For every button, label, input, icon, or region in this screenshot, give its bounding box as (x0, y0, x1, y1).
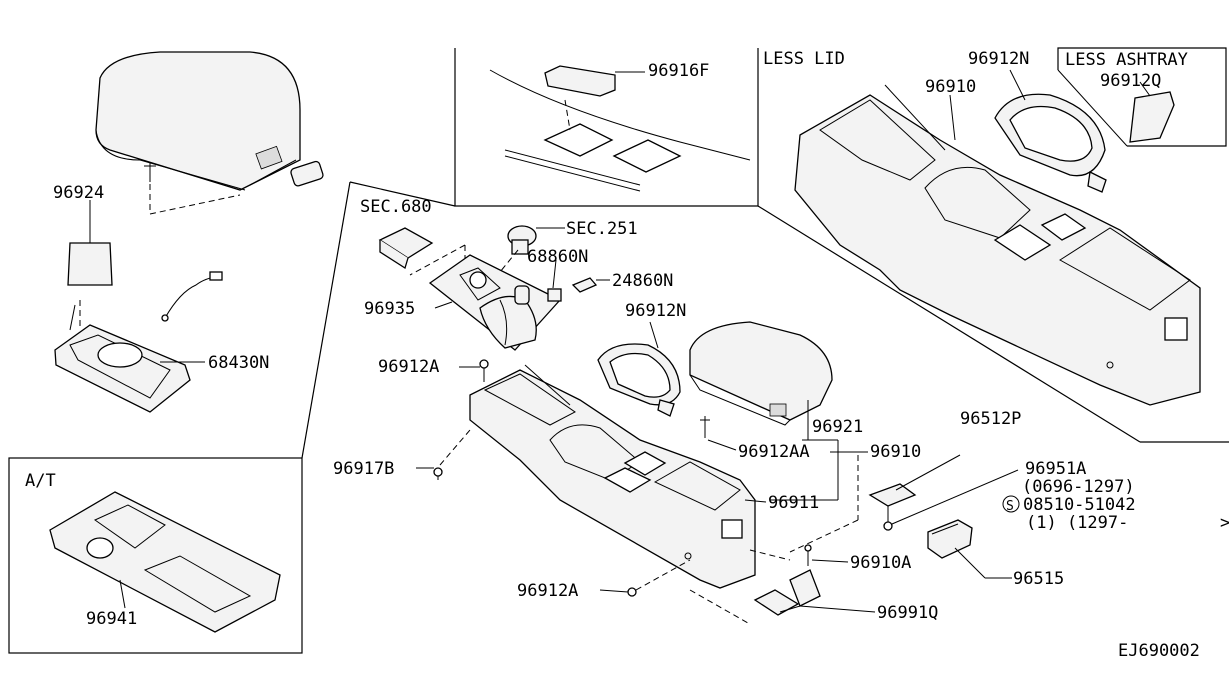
label-96912A-lower: 96912A (517, 581, 578, 601)
label-sec680: SEC.680 (360, 197, 432, 217)
top-inset-console (489, 65, 751, 192)
less-ashtray-box (1057, 47, 1227, 147)
at-inset-box (8, 457, 303, 654)
diagram-code: EJ690002 (1118, 641, 1200, 661)
label-arrow: > (1220, 513, 1229, 533)
label-qty: (1) (1297- (1026, 513, 1128, 533)
label-96912AA: 96912AA (738, 442, 810, 462)
label-96512P: 96512P (960, 409, 1021, 429)
label-96935: 96935 (364, 299, 415, 319)
label-sec251: SEC.251 (566, 219, 638, 239)
s-symbol-icon (1002, 495, 1020, 513)
leader-lines (160, 301, 1012, 613)
label-96991Q: 96991Q (877, 603, 938, 623)
label-96941: 96941 (86, 609, 137, 629)
label-date-range: (0696-1297) (1022, 477, 1135, 497)
label-96912N-mid: 96912N (625, 301, 686, 321)
label-96916F: 96916F (648, 61, 709, 81)
label-at: A/T (25, 471, 56, 491)
label-96924: 96924 (53, 183, 104, 203)
label-96912A-upper: 96912A (378, 357, 439, 377)
label-68430N: 68430N (208, 353, 269, 373)
part-96941 (49, 491, 281, 633)
top-center-frame (454, 48, 759, 207)
label-96921: 96921 (812, 417, 863, 437)
part-68430N (54, 300, 191, 413)
label-96917B: 96917B (333, 459, 394, 479)
center-small-parts (378, 225, 610, 382)
label-less-lid: LESS LID (763, 49, 845, 69)
label-96912N-top: 96912N (968, 49, 1029, 69)
label-96911: 96911 (768, 493, 819, 513)
label-96515: 96515 (1013, 569, 1064, 589)
frame-diagonal-left (301, 181, 351, 459)
lower-brackets (753, 454, 1019, 616)
label-s-symbol: S (1006, 499, 1014, 514)
less-ashtray-box-diag (1057, 69, 1128, 147)
label-96912Q: 96912Q (1100, 71, 1161, 91)
frame-diagonal-right (757, 205, 1141, 443)
wire-harness (161, 271, 223, 322)
label-96910-top: 96910 (925, 77, 976, 97)
label-68860N: 68860N (527, 247, 588, 267)
dashed-leaders (433, 429, 859, 624)
center-console (469, 321, 839, 589)
frame-diagonal-upper (349, 181, 456, 207)
labels: LESS LID LESS ASHTRAY A/T 96916F 96912N … (25, 49, 1229, 661)
label-bolt: 08510-51042 (1023, 495, 1136, 515)
inset-frames (8, 47, 1229, 654)
part-96924 (67, 200, 113, 286)
label-24860N: 24860N (612, 271, 673, 291)
console-less-lid (794, 69, 1201, 406)
label-less-ashtray: LESS ASHTRAY (1065, 50, 1188, 70)
label-96951A: 96951A (1025, 459, 1086, 479)
label-96910-mid: 96910 (870, 442, 921, 462)
armrest-lid (95, 51, 324, 215)
label-96910A: 96910A (850, 553, 911, 573)
